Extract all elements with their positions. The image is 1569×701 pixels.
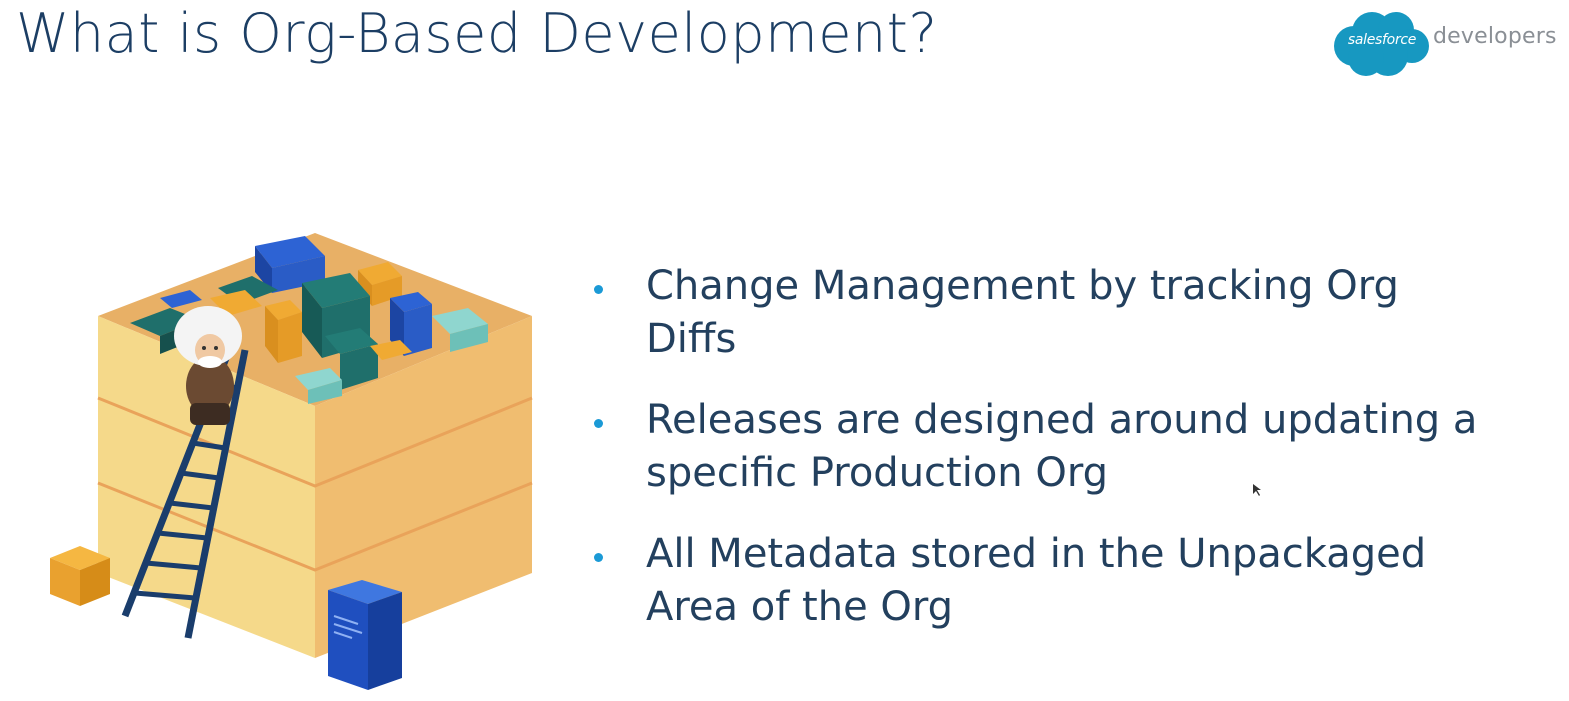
bullet-dot-icon (594, 419, 603, 428)
salesforce-developers-logo: salesforce developers (1332, 10, 1556, 78)
mouse-pointer-icon (1253, 484, 1261, 496)
bullet-text: Change Management by tracking Org Diffs (646, 263, 1399, 362)
bullet-list: Change Management by tracking Org Diffs … (592, 260, 1492, 662)
bullet-dot-icon (594, 553, 603, 562)
box-of-blocks-with-ladder-and-einstein-icon (50, 233, 533, 690)
logo-wordmark: salesforce (1347, 32, 1417, 48)
salesforce-cloud-icon (1334, 12, 1429, 76)
bullet-item: Releases are designed around updating a … (592, 394, 1492, 500)
bullet-dot-icon (594, 285, 603, 294)
bullet-item: Change Management by tracking Org Diffs (592, 260, 1492, 366)
bullet-text: All Metadata stored in the Unpackaged Ar… (646, 531, 1427, 630)
bullet-item: All Metadata stored in the Unpackaged Ar… (592, 528, 1492, 634)
logo-suffix: developers (1433, 24, 1557, 49)
slide-title: What is Org-Based Development? (16, 2, 938, 65)
bullet-text: Releases are designed around updating a … (646, 397, 1478, 496)
